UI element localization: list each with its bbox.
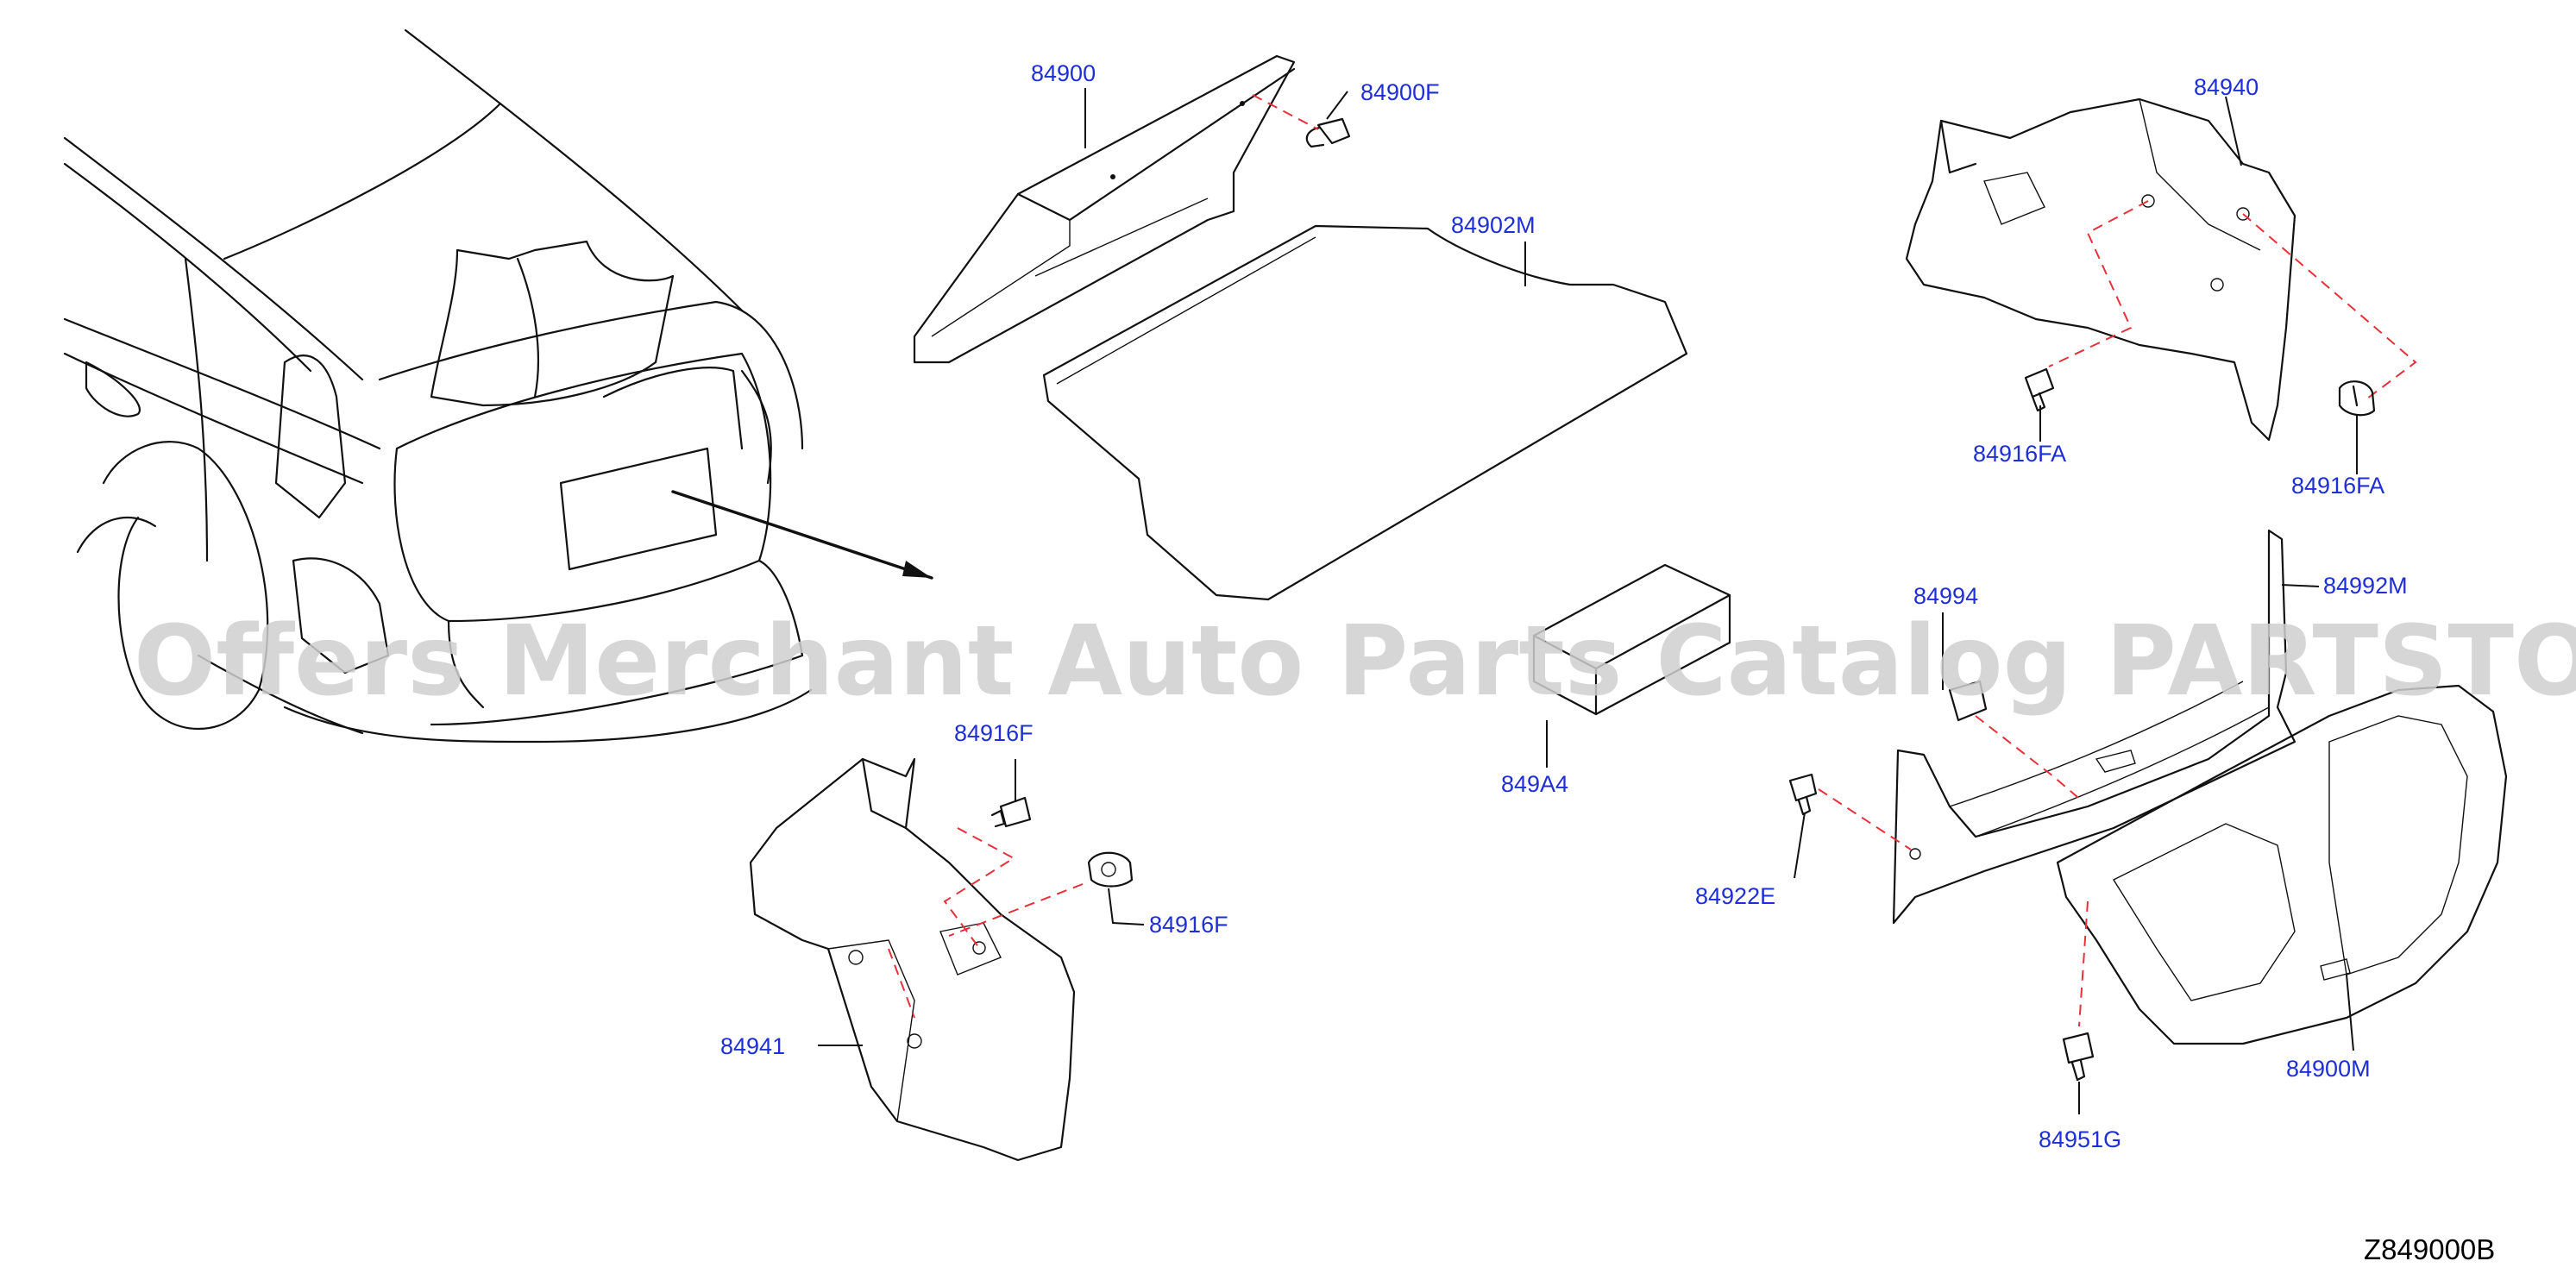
part-84994-cap [1948, 680, 2084, 803]
part-84941-side-finisher [749, 757, 1084, 1162]
part-label-84900[interactable]: 84900 [1031, 60, 1096, 86]
part-label-849A4[interactable]: 849A4 [1501, 771, 1568, 797]
part-label-84900F[interactable]: 84900F [1360, 79, 1440, 105]
part-label-84940[interactable]: 84940 [2194, 74, 2259, 100]
part-84900M-lid-finisher [2056, 684, 2508, 1045]
part-label-84941[interactable]: 84941 [720, 1033, 785, 1059]
part-label-84900M[interactable]: 84900M [2286, 1056, 2371, 1082]
part-84992M-finisher [1892, 529, 2296, 925]
part-label-84992M[interactable]: 84992M [2323, 573, 2408, 599]
part-label-84916F-2[interactable]: 84916F [1149, 912, 1228, 938]
part-84951G-clip [2062, 1032, 2095, 1082]
part-849A4-box [1532, 563, 1731, 716]
part-label-84916F-1[interactable]: 84916F [954, 720, 1034, 746]
part-84900-shelf [913, 54, 1296, 364]
part-84900F-clip [1252, 94, 1351, 148]
part-84902M-mat [1042, 224, 1688, 601]
diagram-code: Z849000B [2364, 1233, 2495, 1265]
leader-lines [818, 88, 2358, 1114]
part-label-84902M[interactable]: 84902M [1451, 212, 1536, 238]
car-rear-illustration [63, 28, 933, 744]
part-84922E-clip [1788, 773, 1912, 850]
watermark: Offers Merchant Auto Parts Catalog PARTS… [134, 605, 2576, 718]
part-label-84994[interactable]: 84994 [1913, 583, 1978, 609]
part-labels: 84900 84900F 84902M 84940 84916FA 84916F… [720, 60, 2408, 1152]
part-84916F-clips [990, 796, 1134, 888]
part-label-84951G[interactable]: 84951G [2039, 1126, 2121, 1152]
part-label-84922E[interactable]: 84922E [1695, 883, 1775, 909]
part-label-84916FA-1[interactable]: 84916FA [1973, 441, 2066, 467]
part-label-84916FA-2[interactable]: 84916FA [2291, 473, 2384, 499]
part-84940-side-finisher [1905, 97, 2417, 442]
part-84916FA-clips [2024, 367, 2376, 417]
